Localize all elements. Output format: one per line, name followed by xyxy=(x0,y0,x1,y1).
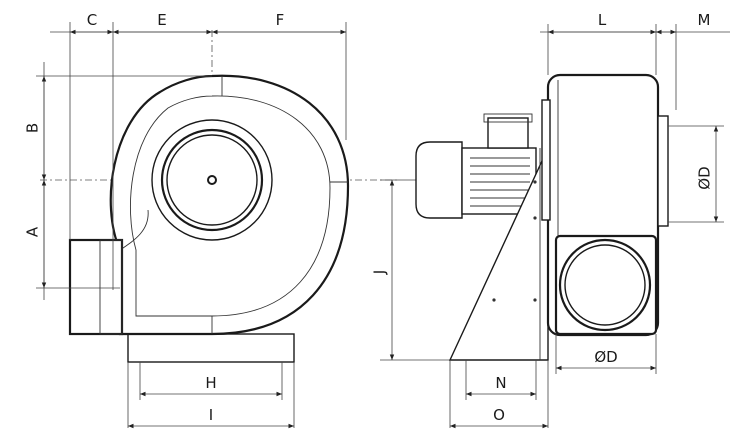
outlet-inner xyxy=(99,239,123,335)
label-h: H xyxy=(205,374,216,392)
shaft-hub xyxy=(207,175,217,185)
label-c: C xyxy=(87,11,97,29)
bracket-hole-2 xyxy=(533,216,537,220)
terminal-box-lid xyxy=(483,113,533,123)
front-view: C E F B A H I xyxy=(24,11,400,429)
outlet-flange xyxy=(68,238,124,336)
bracket-hole-4 xyxy=(533,298,537,302)
front-base-plate xyxy=(127,333,295,363)
label-m: M xyxy=(698,11,711,29)
label-e: E xyxy=(157,11,166,29)
inlet-collar xyxy=(657,115,669,227)
motor-mount-plate xyxy=(541,99,551,221)
terminal-box xyxy=(487,117,529,149)
bracket-hole-1 xyxy=(533,180,537,184)
label-j: J xyxy=(371,270,389,275)
label-o: O xyxy=(493,406,505,424)
scroll-flange xyxy=(129,95,331,317)
motor-fins xyxy=(470,157,530,207)
motor-end-cap xyxy=(415,141,463,219)
label-l: L xyxy=(598,11,607,29)
label-n: N xyxy=(495,374,506,392)
label-a: A xyxy=(24,226,42,237)
label-i: I xyxy=(209,406,213,424)
bracket-hole-3 xyxy=(492,298,496,302)
side-view: J xyxy=(371,11,730,429)
label-d-side: ØD xyxy=(696,166,714,189)
scroll-tongue xyxy=(119,209,149,251)
label-d-bottom: ØD xyxy=(594,348,617,366)
outlet-round-inner xyxy=(564,244,646,326)
label-b: B xyxy=(24,123,42,133)
label-f: F xyxy=(276,11,285,29)
